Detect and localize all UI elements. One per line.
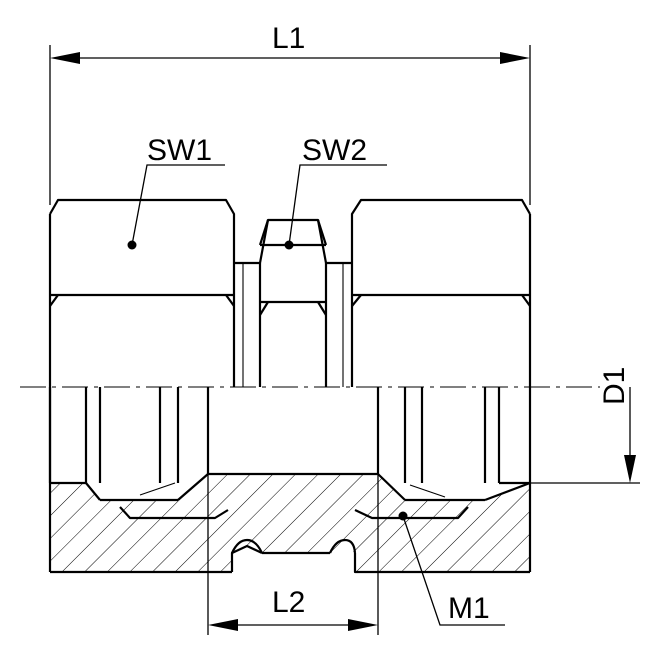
center-hex	[234, 218, 352, 387]
leader-sw1	[127, 164, 225, 250]
section-hatch	[50, 474, 530, 572]
lower-outline	[50, 472, 531, 574]
bore-lines	[48, 387, 530, 485]
label-d1: D1	[598, 367, 631, 405]
leader-sw2	[284, 164, 387, 250]
label-m1: M1	[448, 592, 490, 625]
right-nut	[350, 198, 532, 572]
dimension-l2	[207, 474, 379, 635]
label-l2: L2	[272, 586, 305, 619]
label-sw2: SW2	[302, 134, 367, 167]
leader-m1	[398, 511, 505, 626]
dimension-l1	[49, 45, 531, 205]
label-sw1: SW1	[147, 134, 212, 167]
label-l1: L1	[272, 22, 305, 55]
dimension-d1	[530, 387, 640, 484]
